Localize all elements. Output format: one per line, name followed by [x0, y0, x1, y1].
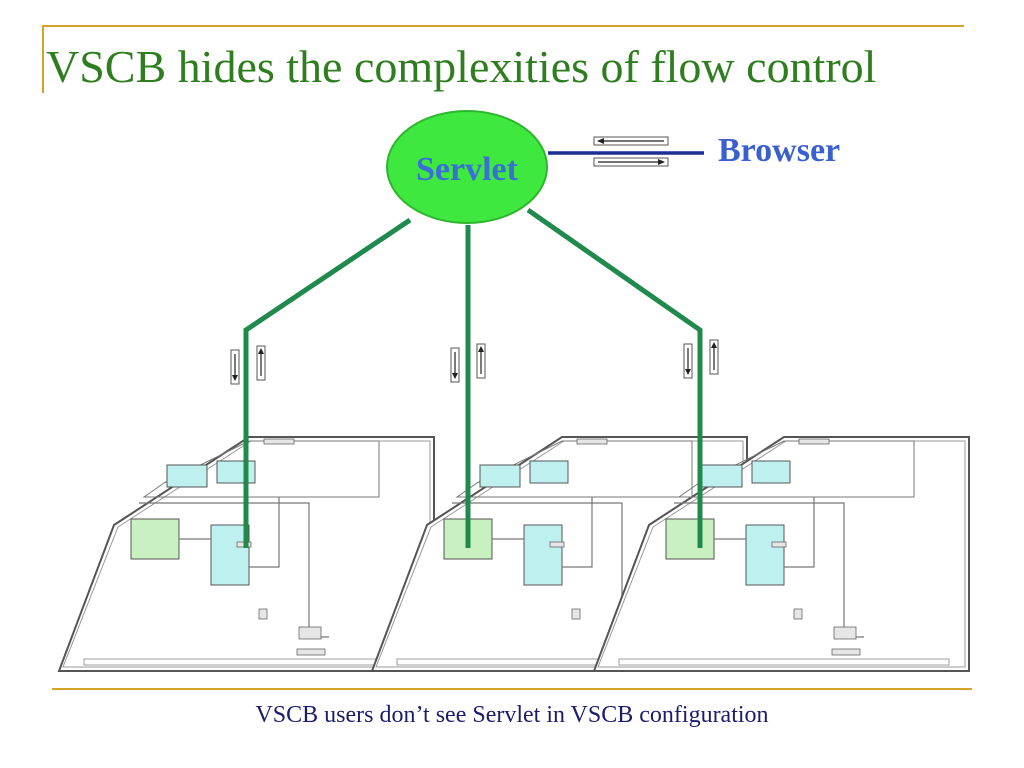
slide-title: VSCB hides the complexities of flow cont…	[46, 41, 877, 92]
connector-line-left	[243, 217, 412, 548]
top-accent-rule	[42, 25, 964, 27]
slide-caption: VSCB users don’t see Servlet in VSCB con…	[255, 702, 769, 728]
connector-line-right	[526, 207, 703, 548]
servlet-node	[386, 110, 548, 224]
browser-label: Browser	[718, 132, 840, 169]
left-accent-rule	[42, 25, 44, 93]
flow-diagram: Browser Servlet	[58, 110, 970, 672]
bottom-accent-rule	[52, 688, 972, 690]
servlet-label: Servlet	[416, 151, 519, 188]
request-response-arrows	[593, 136, 669, 167]
